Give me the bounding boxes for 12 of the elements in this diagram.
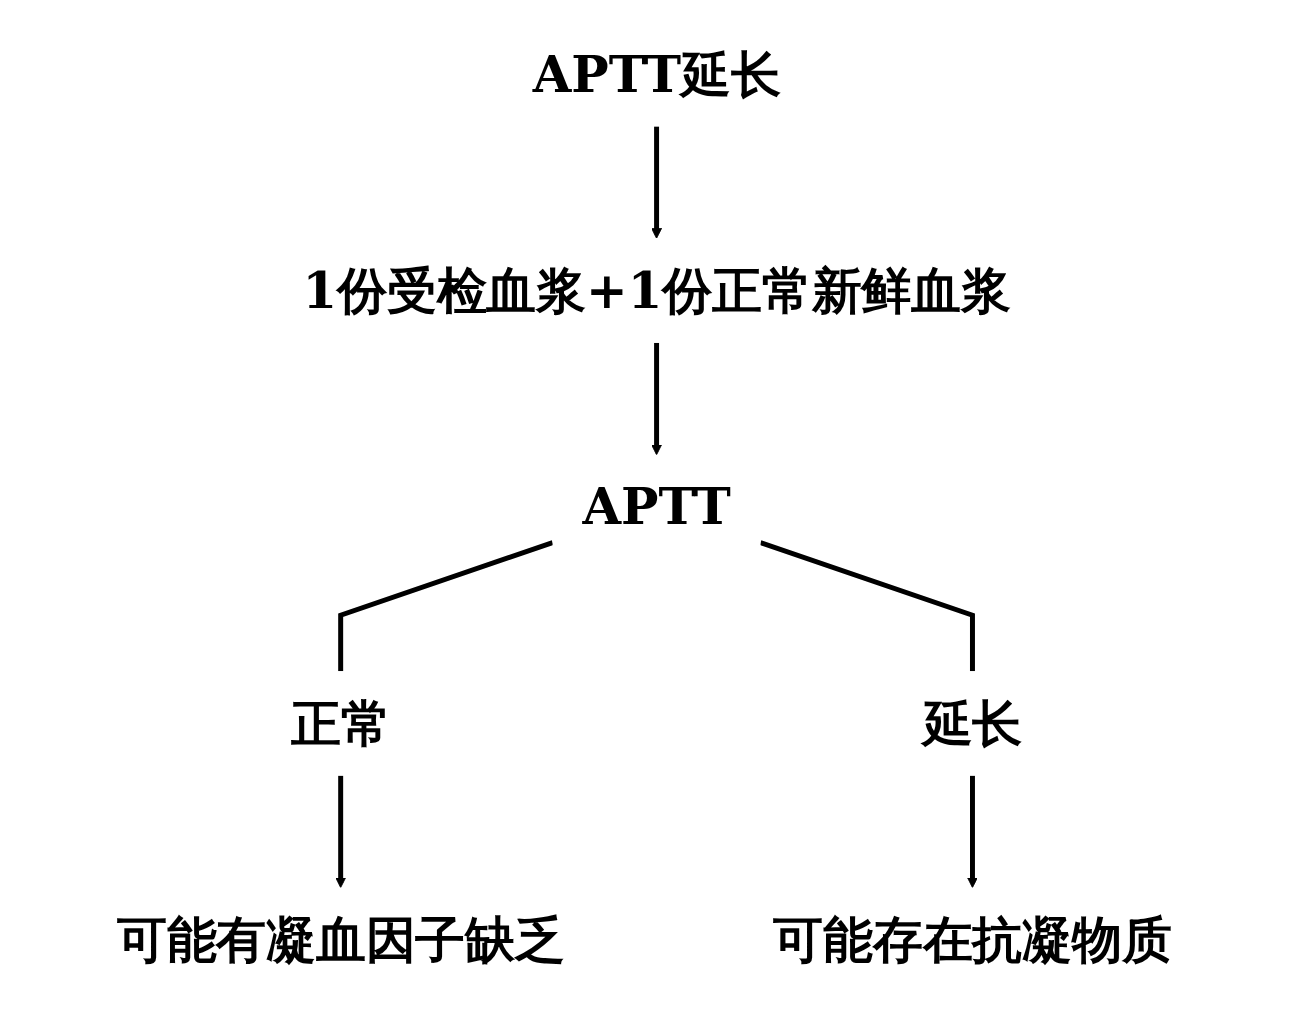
node-text: APTT延长: [533, 43, 781, 103]
arrow: [335, 775, 347, 888]
node-text: 正常: [291, 693, 391, 752]
arrow: [967, 775, 979, 888]
node-text: APTT: [582, 476, 732, 536]
node-text: 1份受检血浆+1份正常新鲜血浆: [302, 260, 1011, 319]
arrow: [651, 342, 663, 455]
connector: [760, 539, 976, 671]
connector: [338, 539, 554, 671]
arrow: [651, 125, 663, 239]
node-text: 可能有凝血因子缺乏: [117, 909, 565, 968]
node-text: 可能存在抗凝物质: [773, 909, 1172, 968]
